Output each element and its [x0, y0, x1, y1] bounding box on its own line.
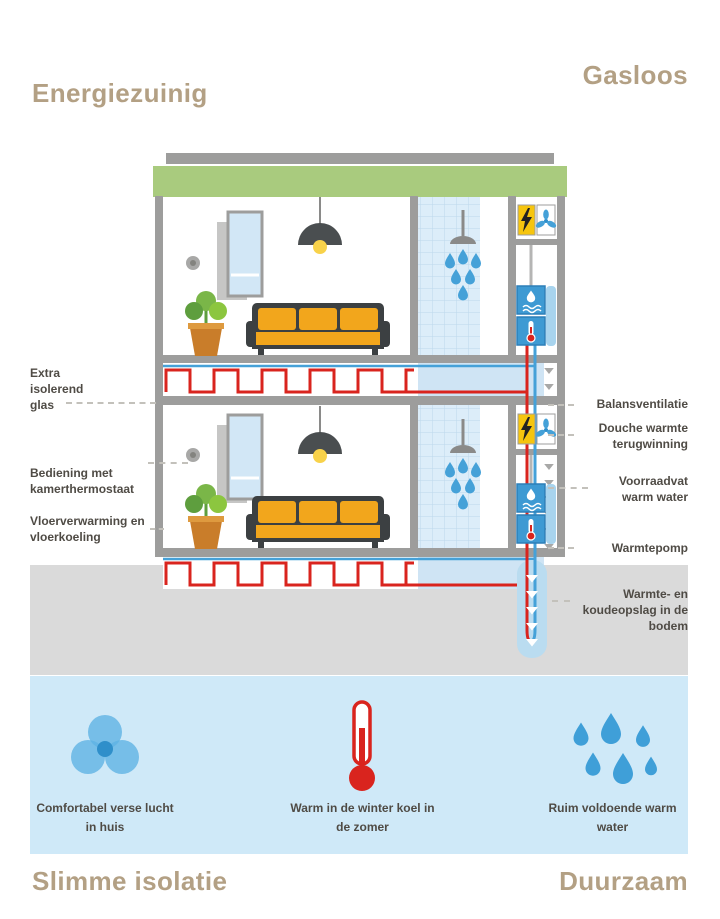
heading-slimme-isolatie: Slimme isolatie [32, 866, 228, 896]
leader-line-vloerverwarming [150, 528, 164, 530]
label-balansventilatie: Balansventilatie [596, 397, 688, 411]
electrical-panel-and-ventilation-upper [517, 204, 558, 236]
water-drops-icon [553, 700, 673, 795]
walls [155, 196, 565, 557]
leader-line-voorraadvat [548, 487, 588, 489]
leader-line-glas [66, 402, 156, 404]
hot-water-tank-upper [516, 285, 546, 315]
heading-duurzaam: Duurzaam [559, 866, 688, 896]
sofa-upper [246, 303, 390, 355]
room-thermostat-upper [186, 256, 200, 270]
leader-line-balansventilatie [548, 404, 574, 406]
label-warmte-koudeopslag: Warmte- en koudeopslag in de bodem [582, 587, 688, 633]
heat-pump-lower [516, 514, 546, 544]
leader-line-warmtepomp [548, 547, 574, 549]
heat-pump-upper [516, 316, 546, 346]
heading-energiezuinig: Energiezuinig [32, 78, 208, 108]
feature-verse-lucht: Comfortabel verse lucht in huis [35, 700, 175, 836]
leader-line-bodemopslag [552, 600, 570, 602]
plant-upper [183, 289, 229, 358]
room-thermostat-lower [186, 448, 200, 462]
ventilation-fan-icon [50, 700, 160, 795]
insulated-window-lower [215, 413, 264, 505]
ceiling-lamp-lower [297, 405, 343, 464]
floor-heating-loop [164, 368, 527, 587]
thermometer-icon [341, 700, 385, 795]
electrical-panel-and-ventilation-lower [517, 413, 558, 445]
feature-warm-water: Ruim voldoende warm water [540, 700, 685, 836]
label-extra-isolerend-glas: Extra isolerend glas [30, 366, 84, 412]
heading-gasloos: Gasloos [582, 60, 688, 90]
floor-cooling-line [163, 364, 535, 561]
green-roof [153, 166, 567, 197]
sofa-lower [246, 496, 390, 548]
feature-caption: Comfortabel verse lucht in huis [36, 801, 174, 834]
insulated-window-upper [215, 210, 264, 302]
label-kamerthermostaat: Bediening met kamerthermostaat [30, 466, 135, 496]
ceiling-lamp-upper [297, 196, 343, 255]
leader-line-thermostaat [148, 462, 188, 464]
label-warmtepomp: Warmtepomp [611, 541, 688, 555]
feature-caption: Warm in de winter koel in de zomer [290, 801, 435, 834]
feature-caption: Ruim voldoende warm water [548, 801, 677, 834]
feature-warm-koel: Warm in de winter koel in de zomer [290, 700, 435, 836]
label-voorraadvat-warm-water: Voorraadvat warm water [618, 474, 688, 504]
label-douche-warmte-terugwinning: Douche warmte terugwinning [598, 421, 688, 451]
label-vloerverwarming: Vloerverwarming en vloerkoeling [30, 514, 145, 544]
leader-line-douche-wtw [548, 434, 574, 436]
hot-water-tank-lower [516, 483, 546, 513]
